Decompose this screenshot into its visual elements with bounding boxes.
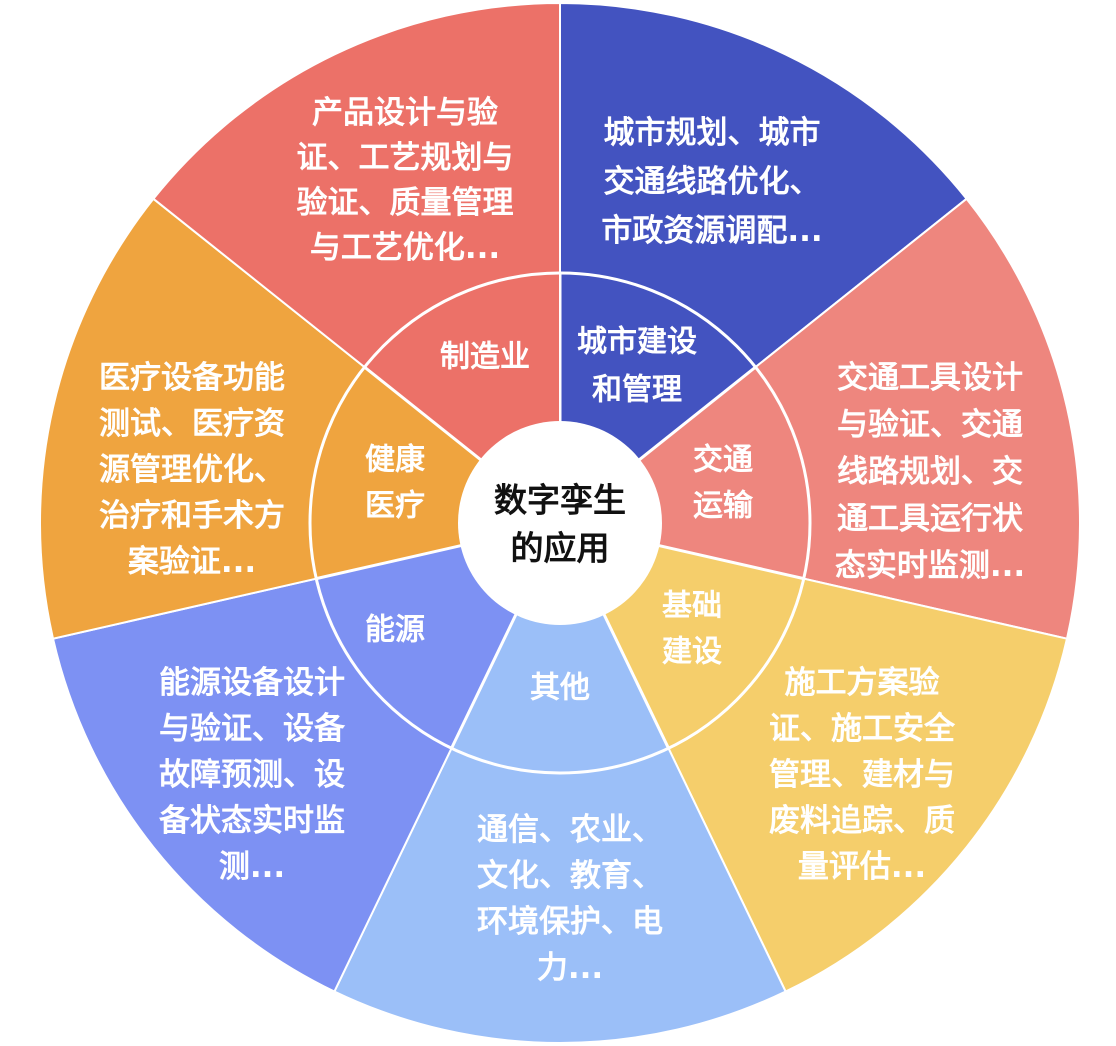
sector-health bbox=[39, 197, 563, 640]
sector-transport-label: 运输 bbox=[693, 489, 754, 524]
sector-city-description-line: 市政资源调配... bbox=[601, 213, 822, 249]
sector-city-description-line: 城市规划、城市 bbox=[604, 115, 821, 151]
sector-transport-description-line: 交通工具设计 bbox=[837, 360, 1023, 396]
sector-city-description-line: 交通线路优化、 bbox=[604, 164, 821, 200]
sector-manufacturing-label: 制造业 bbox=[440, 340, 530, 375]
sector-transport-label: 交通 bbox=[693, 443, 753, 478]
sector-infrastructure-label: 建设 bbox=[662, 635, 722, 670]
sector-infrastructure bbox=[558, 521, 1069, 993]
sector-other-description-line: 文化、教育、 bbox=[477, 858, 663, 894]
sector-other-description-line: 环境保护、电 bbox=[477, 904, 663, 940]
sector-city bbox=[559, 1, 968, 526]
sector-infrastructure-label: 基础 bbox=[662, 589, 722, 624]
sector-other-description-line: 力... bbox=[537, 950, 603, 986]
sector-city-label: 城市建设 bbox=[577, 325, 697, 360]
sector-energy-description-line: 故障预测、设 bbox=[159, 757, 345, 793]
sector-energy-label: 能源 bbox=[365, 613, 425, 648]
sector-infrastructure-description-line: 量评估... bbox=[798, 849, 926, 885]
sector-energy-description-line: 备状态实时监 bbox=[158, 803, 345, 839]
sector-manufacturing-description-line: 证、工艺规划与 bbox=[297, 140, 514, 176]
sector-health-description-line: 源管理优化、 bbox=[99, 452, 285, 488]
sector-energy bbox=[51, 521, 562, 993]
sector-transport-description-line: 态实时监测... bbox=[835, 548, 1025, 584]
inner-ring-border bbox=[308, 271, 812, 775]
sector-manufacturing-description-line: 产品设计与验 bbox=[312, 95, 498, 131]
sector-health-description-line: 测试、医疗资 bbox=[99, 406, 285, 442]
center-circle bbox=[458, 421, 662, 625]
sector-health-label: 健康 bbox=[365, 443, 426, 478]
center-title: 数字孪生 bbox=[494, 481, 626, 520]
sector-manufacturing bbox=[152, 1, 561, 526]
sector-other-description-line: 通信、农业、 bbox=[477, 812, 663, 848]
sector-infrastructure-description-line: 管理、建材与 bbox=[769, 757, 955, 793]
sector-energy-description-line: 与验证、设备 bbox=[159, 711, 346, 747]
sector-energy-description-line: 能源设备设计 bbox=[159, 665, 345, 701]
sector-city-label: 和管理 bbox=[592, 373, 682, 408]
sector-health-description-line: 治疗和手术方 bbox=[99, 498, 285, 534]
sector-other-label: 其他 bbox=[530, 671, 590, 706]
sector-energy-description-line: 测... bbox=[219, 849, 285, 885]
sector-transport bbox=[557, 197, 1081, 640]
sector-health-description-line: 医疗设备功能 bbox=[99, 360, 285, 396]
sector-transport-description-line: 与验证、交通 bbox=[837, 407, 1023, 443]
sector-infrastructure-description-line: 施工方案验 bbox=[785, 665, 940, 701]
sector-health-description-line: 案验证... bbox=[128, 544, 256, 580]
sector-health-label: 医疗 bbox=[365, 489, 425, 524]
sector-manufacturing-description-line: 与工艺优化... bbox=[310, 230, 500, 266]
sector-transport-description-line: 通工具运行状 bbox=[837, 501, 1024, 537]
sector-other bbox=[333, 520, 787, 1044]
sector-transport-description-line: 线路规划、交 bbox=[837, 454, 1023, 490]
center-title: 的应用 bbox=[511, 529, 610, 568]
sector-infrastructure-description-line: 废料追踪、质 bbox=[769, 803, 955, 839]
sector-infrastructure-description-line: 证、施工安全 bbox=[769, 711, 956, 747]
sector-manufacturing-description-line: 验证、质量管理 bbox=[297, 185, 514, 221]
